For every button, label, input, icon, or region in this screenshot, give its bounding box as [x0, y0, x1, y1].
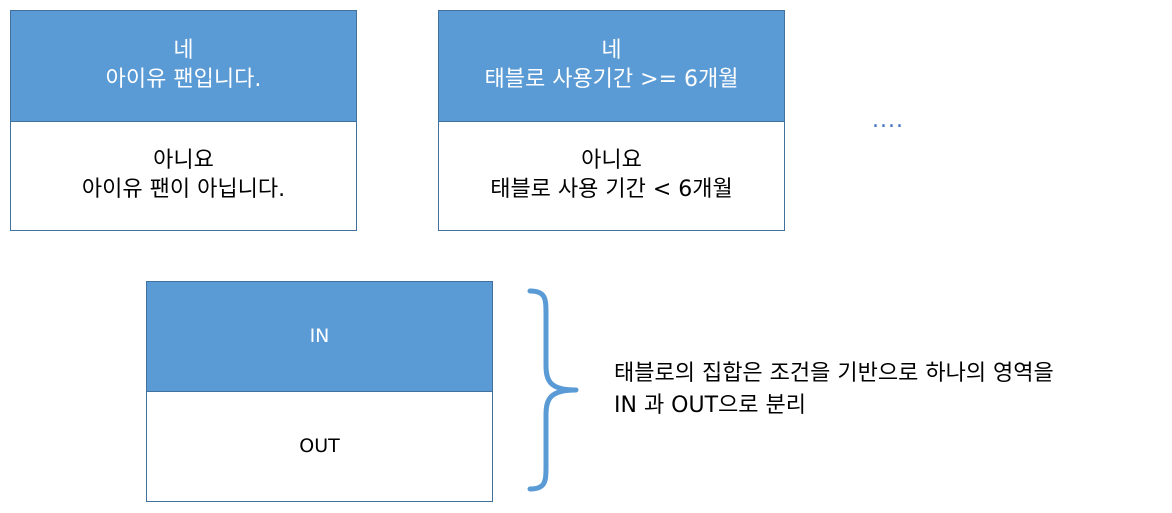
in-label: IN	[309, 325, 330, 348]
no-description: 태블로 사용 기간 < 6개월	[490, 177, 733, 202]
yes-label: 네	[601, 38, 622, 64]
no-label: 아니요	[581, 148, 642, 174]
set-in-cell: IN	[147, 282, 492, 392]
condition-box-iu-fan: 네 아이유 팬입니다. 아니요 아이유 팬이 아닙니다.	[10, 10, 357, 231]
condition-yes-cell: 네 아이유 팬입니다.	[11, 11, 356, 122]
condition-yes-cell: 네 태블로 사용기간 >= 6개월	[439, 11, 784, 122]
no-label: 아니요	[153, 148, 214, 174]
yes-description: 아이유 팬입니다.	[105, 67, 262, 92]
caption-line-1: 태블로의 집합은 조건을 기반으로 하나의 영역을	[614, 361, 1054, 386]
condition-no-cell: 아니요 태블로 사용 기간 < 6개월	[439, 122, 784, 230]
out-label: OUT	[299, 435, 340, 458]
yes-label: 네	[173, 38, 194, 64]
caption: 태블로의 집합은 조건을 기반으로 하나의 영역을 IN 과 OUT으로 분리	[614, 358, 1054, 422]
curly-brace-icon	[527, 288, 579, 492]
condition-box-tableau-usage: 네 태블로 사용기간 >= 6개월 아니요 태블로 사용 기간 < 6개월	[438, 10, 785, 231]
condition-no-cell: 아니요 아이유 팬이 아닙니다.	[11, 122, 356, 230]
set-out-cell: OUT	[147, 392, 492, 501]
caption-line-2: IN 과 OUT으로 분리	[614, 392, 806, 418]
no-description: 아이유 팬이 아닙니다.	[81, 177, 286, 202]
set-in-out-box: IN OUT	[146, 281, 493, 502]
ellipsis: ....	[872, 108, 904, 133]
yes-description: 태블로 사용기간 >= 6개월	[484, 67, 739, 92]
